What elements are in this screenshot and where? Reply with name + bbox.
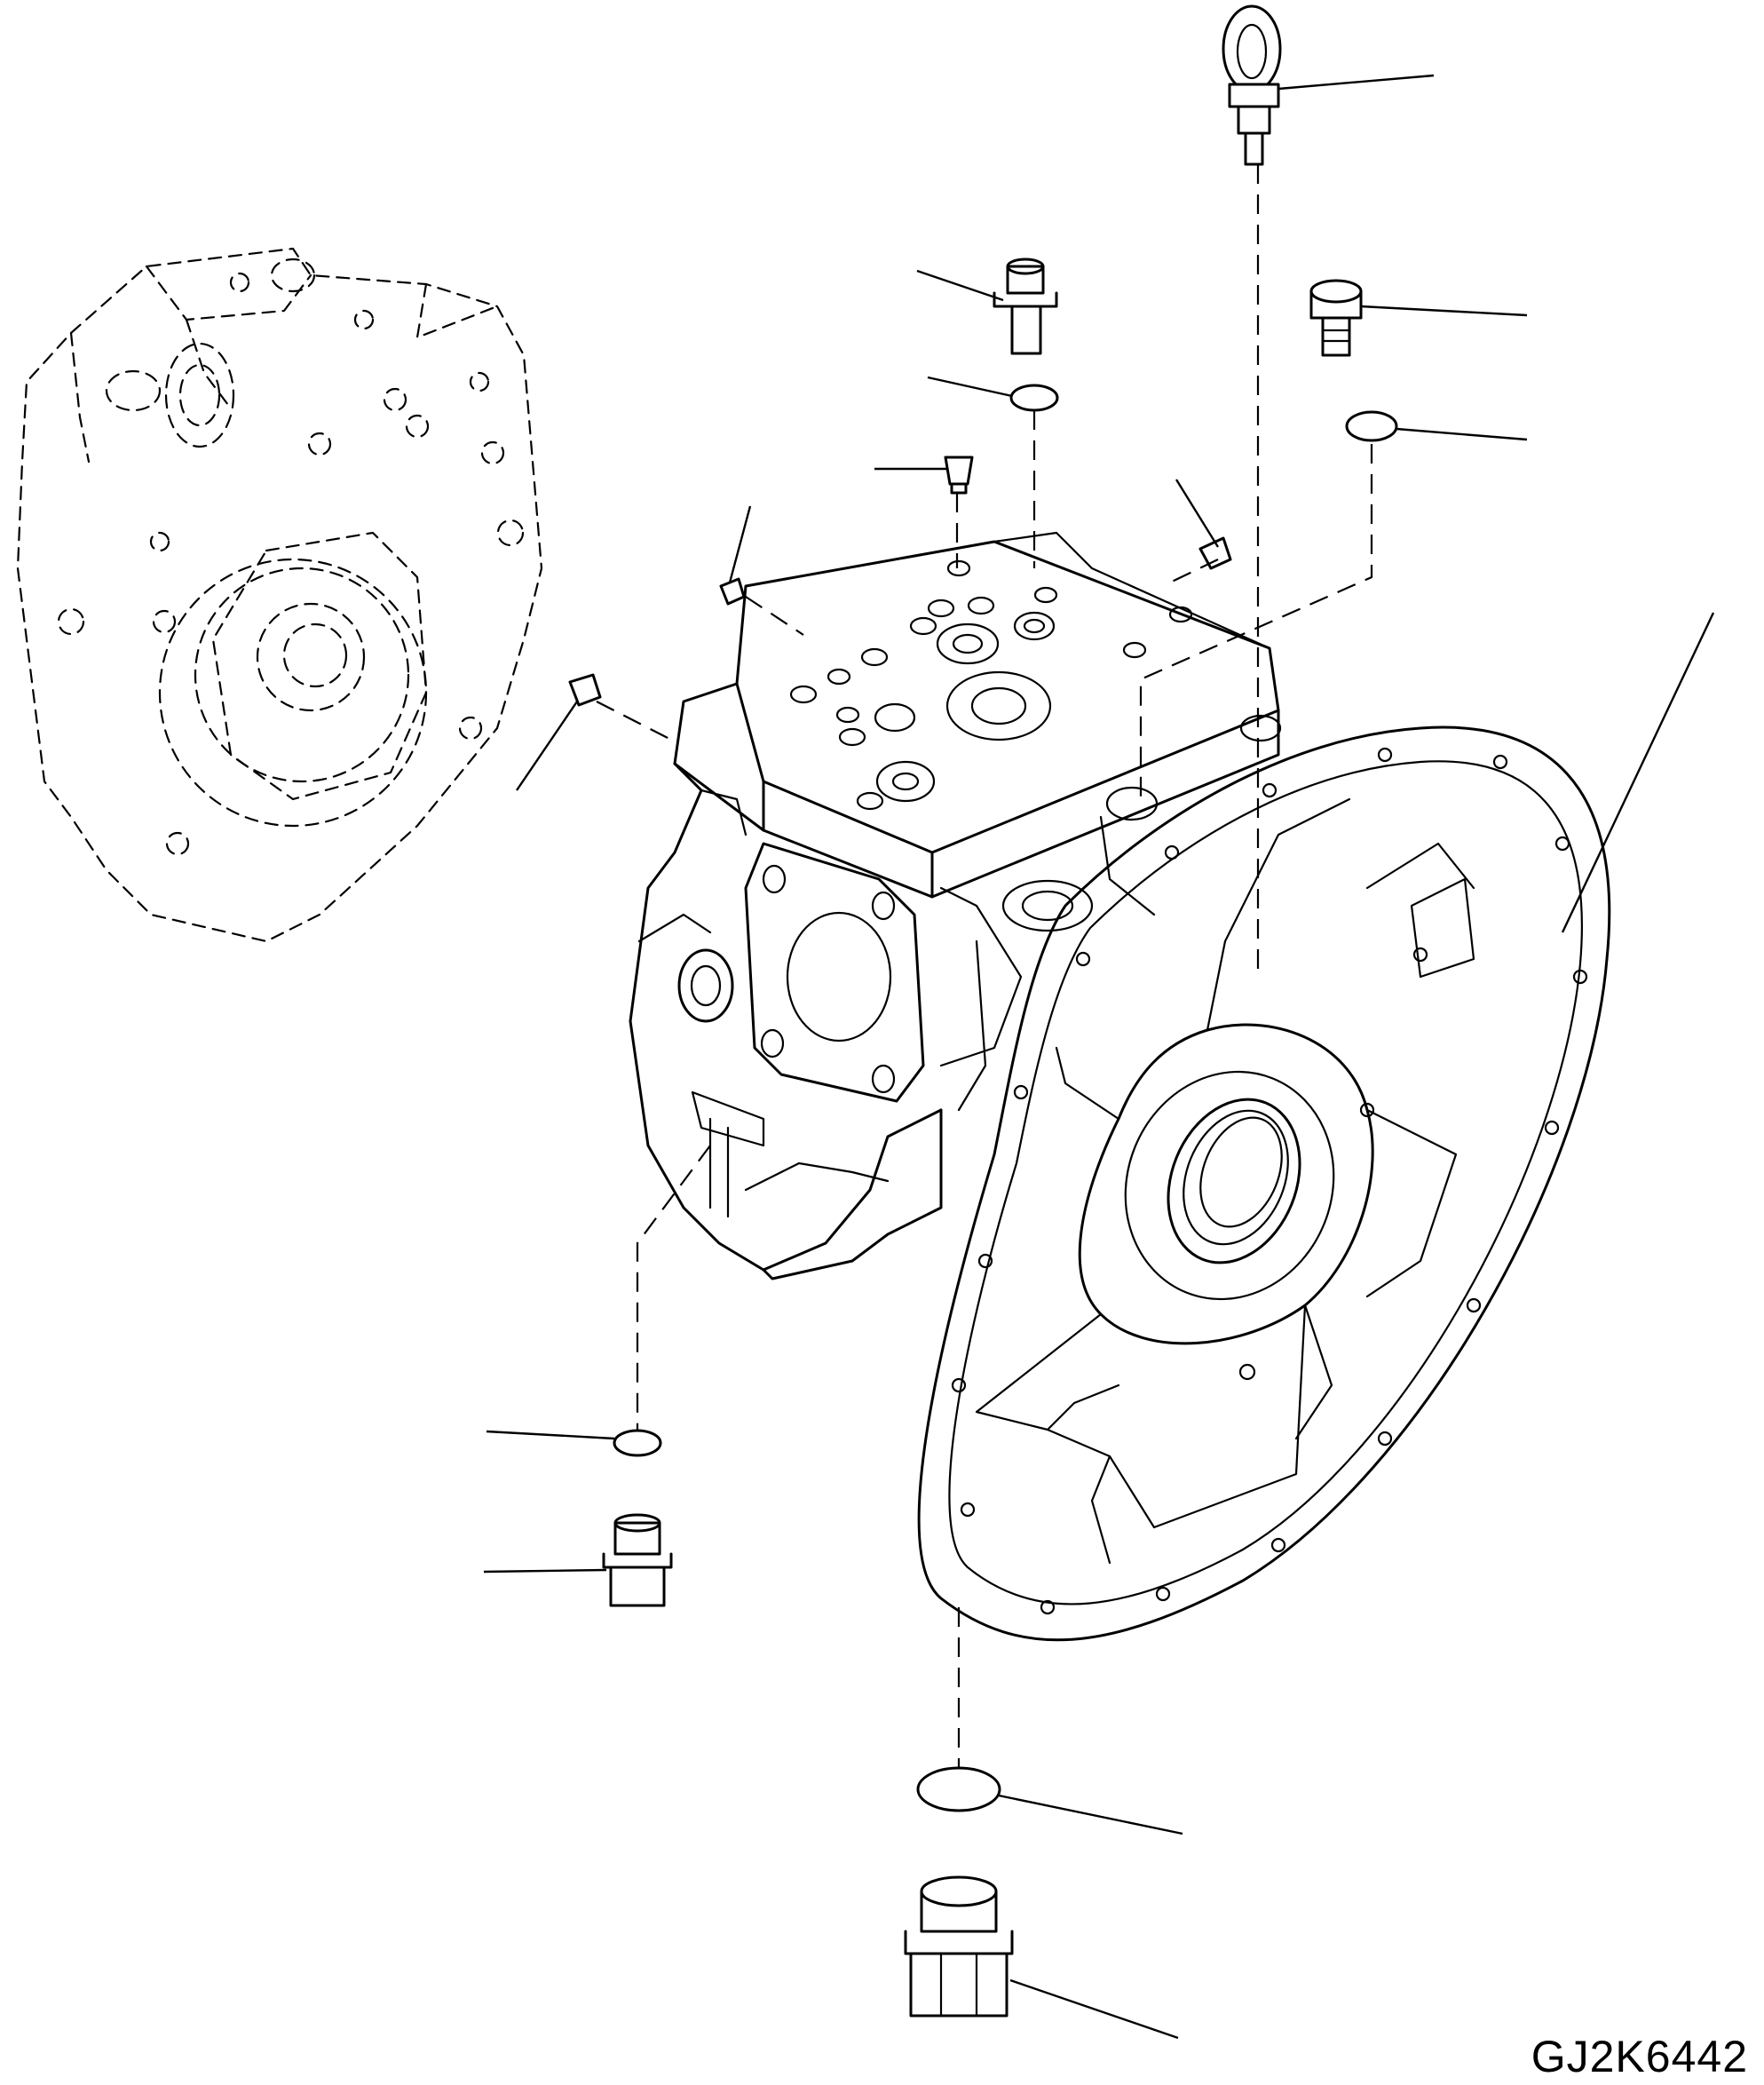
plug-top-right xyxy=(1309,279,1363,357)
o-ring-bottom xyxy=(916,1766,1001,1812)
plug-lower-left xyxy=(602,1513,673,1607)
drawing-code-label: GJ2K6442 xyxy=(1531,2032,1748,2081)
flanged-plug-top xyxy=(993,258,1058,355)
pump-case xyxy=(629,531,1282,1280)
o-ring-left-lower xyxy=(613,1429,662,1457)
assembly-lines xyxy=(596,164,1373,1767)
o-ring-top-center xyxy=(1009,384,1059,412)
o-ring-top-right xyxy=(1345,410,1398,442)
mounting-flange xyxy=(917,725,1611,1642)
small-plug-3 xyxy=(719,577,746,606)
leader-lines xyxy=(483,74,1715,2040)
small-plug-1 xyxy=(944,456,974,495)
small-plug-4 xyxy=(568,673,602,707)
eye-bolt xyxy=(1222,4,1282,166)
ghost-pump-section xyxy=(16,247,543,943)
flange-bolt-holes xyxy=(951,747,1588,1615)
plug-bottom xyxy=(904,1875,1014,2018)
